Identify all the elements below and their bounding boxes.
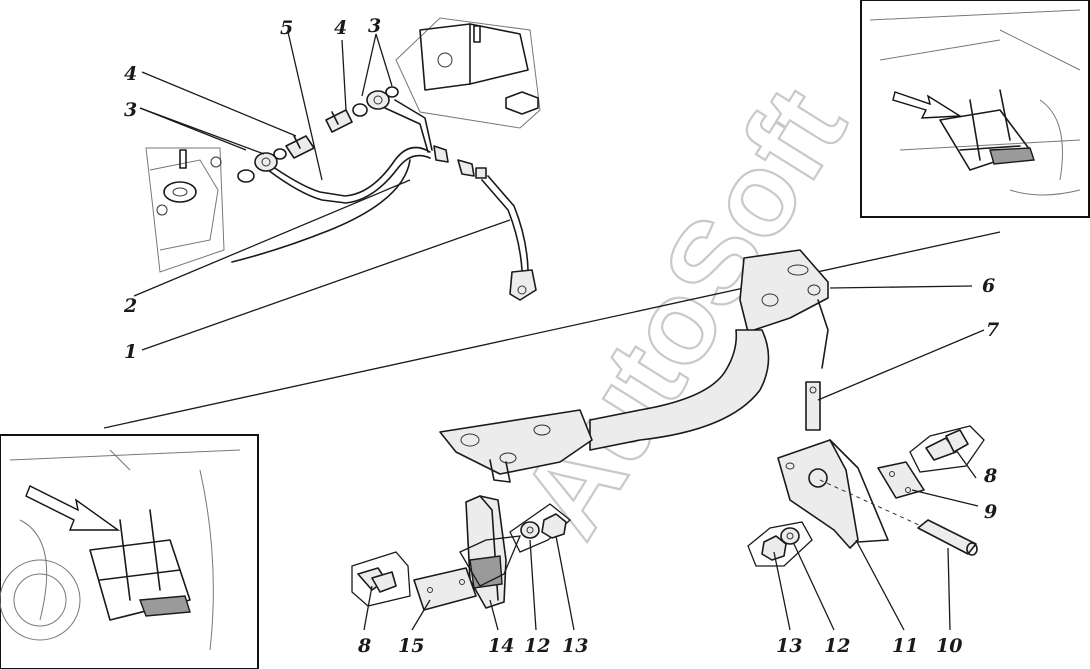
callout-1: 1 — [124, 341, 137, 363]
callout-4-top-left: 4 — [124, 63, 137, 85]
callout-2: 2 — [123, 295, 137, 317]
callout-3-left: 3 — [124, 99, 137, 121]
bolts-and-washers-top — [237, 86, 399, 183]
plate-15-and-bolt-8-left — [351, 551, 477, 611]
washer-nut-left — [509, 503, 572, 553]
leaders-top — [133, 31, 511, 351]
left-engine-mount — [145, 147, 225, 273]
bracket-14 — [459, 495, 522, 609]
callout-10: 10 — [936, 635, 962, 657]
callouts: 4 3 5 4 3 2 1 6 7 8 9 10 11 12 13 8 15 1… — [123, 15, 999, 657]
callout-6: 6 — [982, 275, 995, 297]
callout-8-right: 8 — [983, 465, 997, 487]
callout-7: 7 — [986, 319, 999, 341]
pin-10 — [917, 519, 978, 556]
callout-11: 11 — [892, 635, 918, 657]
callout-8-left: 8 — [357, 635, 371, 657]
brake-pipe-assembly — [231, 99, 537, 301]
leaders-bottom — [363, 285, 985, 631]
pin-7 — [805, 381, 821, 431]
bracket-11 — [777, 439, 931, 549]
plate-9-and-bolt-8-right — [877, 425, 985, 499]
callout-5: 5 — [280, 17, 293, 39]
callout-13-left: 13 — [562, 635, 588, 657]
callout-15: 15 — [398, 635, 424, 657]
callout-12-left: 12 — [524, 635, 550, 657]
callout-14: 14 — [488, 635, 514, 657]
callout-13-right: 13 — [776, 635, 802, 657]
section-divider — [103, 231, 1001, 429]
right-engine-mount — [395, 17, 541, 129]
washer-nut-right — [747, 521, 813, 567]
pedal-bracket-6 — [439, 249, 829, 483]
inset-upper-right — [860, 0, 1090, 218]
callout-3-top: 3 — [368, 15, 381, 37]
callout-12-right: 12 — [824, 635, 850, 657]
callout-9: 9 — [984, 501, 997, 523]
callout-4-top: 4 — [334, 17, 347, 39]
inset-lower-left — [0, 434, 259, 669]
